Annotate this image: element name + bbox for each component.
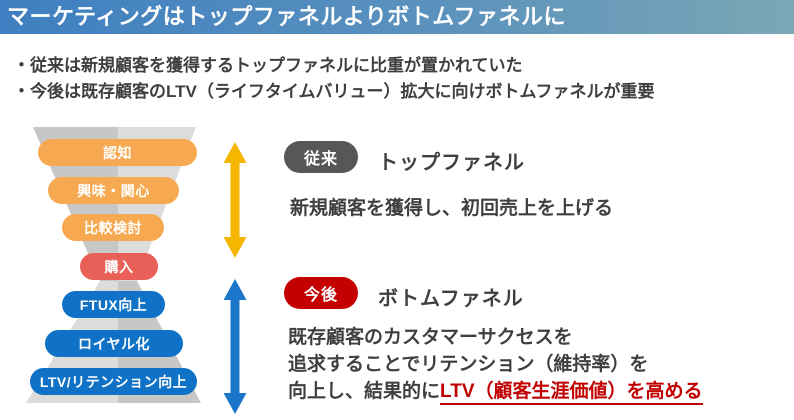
funnel-stage-purchase: 購入 <box>80 253 158 280</box>
top-funnel-range-arrow-icon <box>223 142 247 258</box>
funnel-stage-ltv-retention: LTV/リテンション向上 <box>30 368 197 395</box>
description-line: 追求することでリテンション（維持率）を <box>288 354 649 375</box>
description-line-prefix: 向上し、結果的に <box>288 381 441 402</box>
funnel-stage-ftux: FTUX向上 <box>62 291 165 318</box>
title-bar: マーケティングはトップファネルよりボトムファネルに <box>0 0 794 34</box>
heading-bottom-funnel: ボトムファネル <box>378 288 524 310</box>
funnel-stage-comparison: 比較検討 <box>62 214 164 241</box>
bottom-funnel-range-arrow-icon <box>223 279 247 414</box>
top-funnel-description: 新規顧客を獲得し、初回売上を上げる <box>290 198 614 219</box>
ltv-highlight-text: LTV（顧客生涯価値）を高める <box>440 381 703 405</box>
heading-top-funnel: トップファネル <box>378 152 525 174</box>
bottom-funnel-description: 既存顧客のカスタマーサクセスを 追求することでリテンション（維持率）を 向上し、… <box>288 324 703 405</box>
slide-title: マーケティングはトップファネルよりボトムファネルに <box>7 4 566 29</box>
bullet-list: ・従来は新規顧客を獲得するトップファネルに比重が置かれていた ・今後は既存顧客の… <box>13 53 654 105</box>
funnel-stage-loyalty: ロイヤル化 <box>45 330 183 357</box>
funnel-stage-interest: 興味・関心 <box>48 177 179 204</box>
bullet-item: ・今後は既存顧客のLTV（ライフタイムバリュー）拡大に向けボトムファネルが重要 <box>13 82 655 101</box>
badge-future: 今後 <box>284 277 358 309</box>
funnel-stage-awareness: 認知 <box>38 139 197 166</box>
badge-conventional: 従来 <box>284 141 358 173</box>
description-line: 向上し、結果的にLTV（顧客生涯価値）を高める <box>288 378 703 405</box>
description-line: 既存顧客のカスタマーサクセスを <box>288 327 573 348</box>
bullet-item: ・従来は新規顧客を獲得するトップファネルに比重が置かれていた <box>13 56 523 75</box>
